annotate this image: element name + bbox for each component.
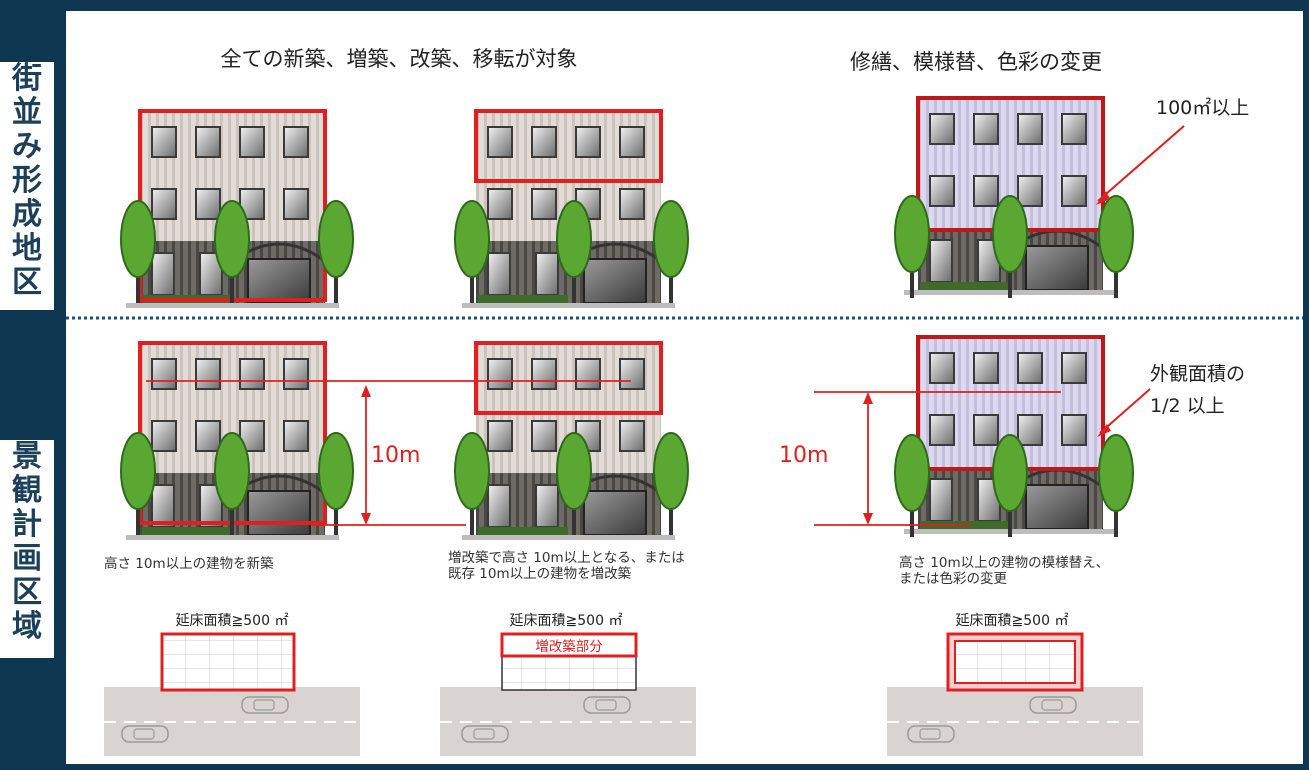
frame-bottom-border [0,764,1309,770]
frame-top-border [0,0,1309,11]
arrow-head-facade-half [1097,424,1111,437]
caption-case2-line1: 増改築で高さ 10m以上となる、または [448,549,685,566]
building-bottom-3 [894,335,1134,538]
arrow-head-area-100 [1096,191,1110,205]
side-label-machinami: 街 並 み 形 成 地 区 [0,62,54,310]
plan-view-case1 [104,632,360,756]
side-label-keikan: 景 観 計 画 区 域 [0,440,54,658]
height-marker-left [146,380,631,526]
header-left: 全ての新築、増築、改築、移転が対象 [221,47,578,71]
diagram-svg: 全ての新築、増築、改築、移転が対象 修繕、模様替、色彩の変更 100㎡以上 [66,47,1303,756]
floor-area-label-case1: 延床面積≧500 ㎡ [176,613,289,629]
annotation-area-100: 100㎡以上 [1156,96,1249,119]
frame-right-border [1303,0,1309,770]
floor-area-label-case2: 延床面積≧500 ㎡ [510,613,623,629]
plan-view-case3 [887,632,1143,756]
caption-case2-line2: 既存 10m以上の建物を増改築 [448,566,632,582]
building-top-3 [894,96,1134,299]
extension-label: 増改築部分 [535,639,603,655]
plan-view-case2 [440,632,696,756]
caption-case3-line2: または色彩の変更 [899,570,1007,587]
height-label-right: 10m [779,443,828,468]
arrow-facade-half [1099,388,1151,434]
height-marker-right [814,391,1061,526]
header-right: 修繕、模様替、色彩の変更 [850,50,1102,74]
building-top-2 [454,109,689,310]
building-bottom-1 [120,341,354,542]
annotation-facade-half-line2: 1/2 以上 [1150,395,1225,417]
annotation-facade-half-line1: 外観面積の [1150,363,1245,385]
height-label-left: 10m [371,443,420,468]
caption-case1: 高さ 10m以上の建物を新築 [104,555,274,572]
arrow-area-100 [1097,125,1185,202]
floor-area-label-case3: 延床面積≧500 ㎡ [956,613,1069,629]
diagram-content: 全ての新築、増築、改築、移転が対象 修繕、模様替、色彩の変更 100㎡以上 [66,11,1303,764]
caption-case3-line1: 高さ 10m以上の建物の模様替え、 [899,554,1109,571]
building-top-1 [120,109,354,310]
building-bottom-2 [454,341,689,542]
